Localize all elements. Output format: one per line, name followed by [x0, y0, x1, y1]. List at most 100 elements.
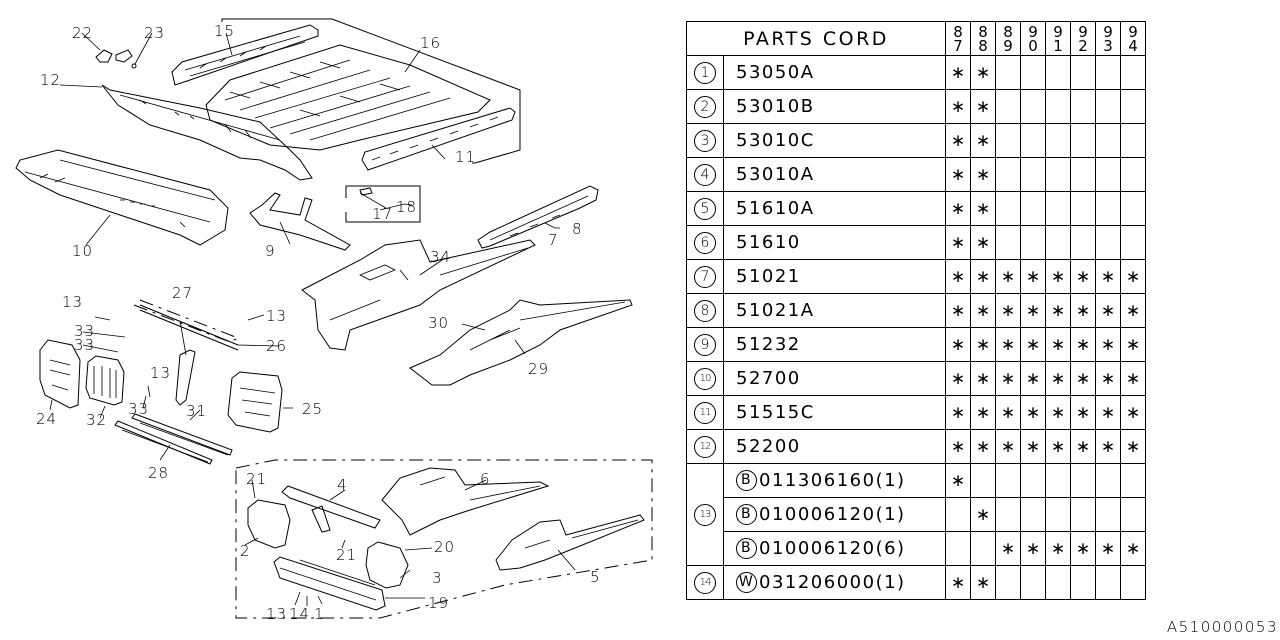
callout-6: 6: [480, 470, 491, 488]
row-index: 3: [686, 123, 724, 158]
year-cell: ∗: [1020, 259, 1046, 294]
rear-floor-frame: [221, 18, 521, 164]
year-cell: [995, 123, 1021, 158]
applicable-mark: ∗: [975, 199, 991, 219]
year-cell: ∗: [1045, 395, 1071, 430]
applicable-mark: ∗: [950, 131, 966, 151]
row-index: 10: [686, 361, 724, 396]
part-9-tunnel-brace: [249, 192, 351, 251]
year-cell: [1120, 123, 1146, 158]
part-code: 51515C: [723, 395, 946, 430]
year-cell: ∗: [945, 55, 971, 90]
year-cell: [1020, 565, 1046, 600]
applicable-mark: ∗: [950, 267, 966, 287]
applicable-mark: ∗: [1000, 437, 1016, 457]
part-code-text: 011306160(1): [759, 469, 906, 491]
applicable-mark: ∗: [1100, 335, 1116, 355]
callout-25: 25: [302, 400, 323, 418]
year-cell: [1020, 497, 1046, 532]
part-code: 51232: [723, 327, 946, 362]
year-cell: [945, 497, 971, 532]
year-cell: [1045, 123, 1071, 158]
leader-lines: [49, 32, 576, 606]
year-cell: ∗: [970, 293, 996, 328]
callout-13-left: 13: [62, 293, 83, 311]
row-index: 1: [686, 55, 724, 90]
year-cell: [1045, 191, 1071, 226]
applicable-mark: ∗: [1125, 437, 1141, 457]
bolt-prefix-icon: B: [736, 504, 757, 526]
year-cell: [970, 463, 996, 498]
year-cell: [1095, 565, 1121, 600]
callout-33-b: 33: [74, 336, 95, 354]
index-circle: 3: [694, 129, 716, 152]
year-cell: [1045, 89, 1071, 124]
applicable-mark: ∗: [1100, 437, 1116, 457]
year-cell: ∗: [970, 225, 996, 260]
year-cell: ∗: [945, 89, 971, 124]
year-cell: ∗: [1120, 327, 1146, 362]
year-cell: [1095, 89, 1121, 124]
year-cell: ∗: [1045, 259, 1071, 294]
year-cell: [1095, 225, 1121, 260]
lower-bars-28-31: [114, 413, 233, 465]
callout-1: 1: [314, 605, 325, 623]
callout-21-bottom: 21: [336, 546, 357, 564]
part-code: 53010C: [723, 123, 946, 158]
callout-2: 2: [240, 542, 251, 560]
part-25-side-panel: [227, 371, 283, 433]
callout-23: 23: [144, 24, 165, 42]
year-cell: [1070, 123, 1096, 158]
row-index: 4: [686, 157, 724, 192]
year-cell: ∗: [945, 259, 971, 294]
year-cell: ∗: [1045, 327, 1071, 362]
applicable-mark: ∗: [975, 63, 991, 83]
year-cell: [1070, 191, 1096, 226]
year-cell: [1070, 497, 1096, 532]
index-circle: 7: [694, 265, 716, 288]
applicable-mark: ∗: [1125, 335, 1141, 355]
year-cell: [995, 89, 1021, 124]
callout-20: 20: [434, 538, 455, 556]
year-cell: ∗: [945, 191, 971, 226]
year-cell: ∗: [945, 429, 971, 464]
year-cell: [1020, 55, 1046, 90]
part-11-side-sill: [361, 107, 516, 171]
applicable-mark: ∗: [1075, 539, 1091, 559]
year-cell: ∗: [945, 463, 971, 498]
index-circle: 4: [694, 163, 716, 186]
row-index: 12: [686, 429, 724, 464]
applicable-mark: ∗: [975, 131, 991, 151]
callout-5: 5: [590, 568, 601, 586]
year-cell: ∗: [1095, 531, 1121, 566]
year-cell: [1120, 89, 1146, 124]
applicable-mark: ∗: [950, 335, 966, 355]
year-cell: ∗: [1120, 429, 1146, 464]
callout-15: 15: [214, 22, 235, 40]
year-cell: ∗: [1095, 361, 1121, 396]
year-cell: [995, 55, 1021, 90]
part-code: 52200: [723, 429, 946, 464]
row-index: 5: [686, 191, 724, 226]
year-cell: [1045, 55, 1071, 90]
year-cell: ∗: [970, 327, 996, 362]
year-cell: ∗: [1070, 259, 1096, 294]
applicable-mark: ∗: [1050, 267, 1066, 287]
callout-14: 14: [289, 605, 310, 623]
applicable-mark: ∗: [1000, 403, 1016, 423]
year-cell: [995, 463, 1021, 498]
index-circle: 13: [694, 503, 716, 526]
callout-29: 29: [528, 360, 549, 378]
index-circle: 8: [694, 299, 716, 322]
part-29-front-frame: [409, 299, 633, 386]
year-cell: [1045, 565, 1071, 600]
year-cell: [1070, 225, 1096, 260]
year-cell: [1045, 225, 1071, 260]
part-24-side-panel: [39, 339, 81, 409]
callout-10: 10: [72, 242, 93, 260]
